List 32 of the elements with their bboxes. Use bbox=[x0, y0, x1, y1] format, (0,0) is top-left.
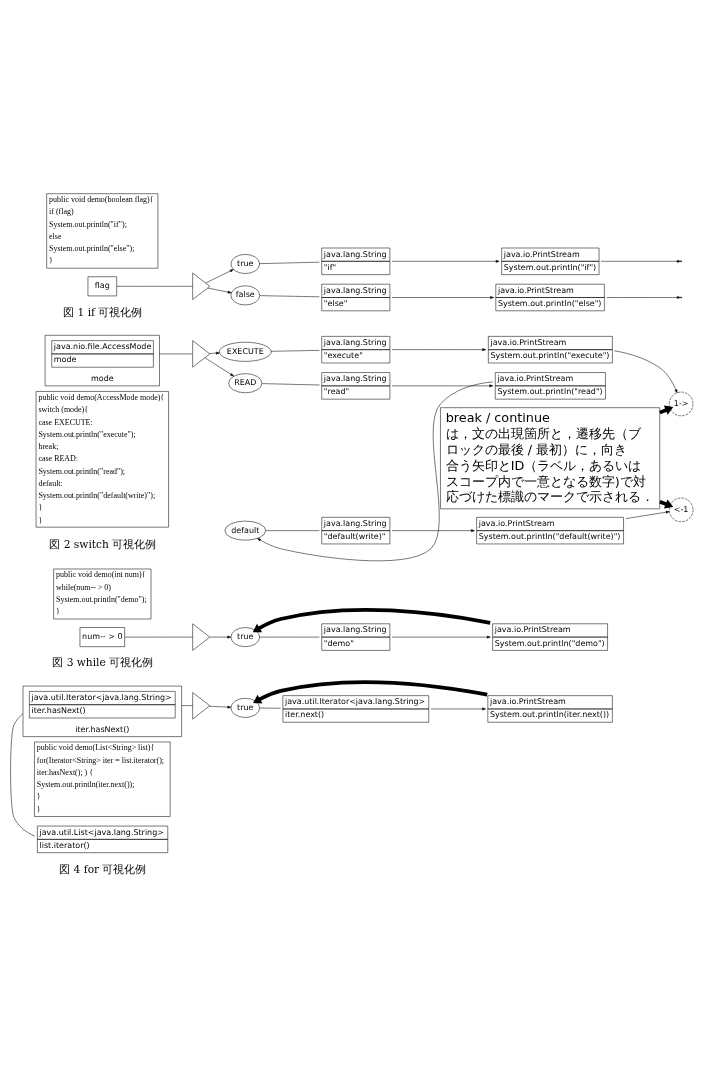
arrow bbox=[391, 348, 487, 352]
arrow bbox=[257, 381, 493, 562]
arrow bbox=[252, 680, 488, 704]
node-box: public void demo(boolean flag){ if (flag) System.out.println("if"); else System.out.println("else"); } bbox=[46, 193, 159, 269]
label: 図 4 for 可視化例 bbox=[59, 863, 147, 877]
arrow bbox=[614, 350, 678, 394]
arrow bbox=[207, 287, 232, 294]
label: 図 3 while 可視化例 bbox=[52, 656, 154, 670]
node-box: public void demo(AccessMode mode){ switch (mode){ case EXECUTE: System.out.println("execute"); break; case READ: System.out.println("read"); default: System.out.println("default(write)"); } } bbox=[35, 391, 169, 528]
arrow bbox=[391, 296, 494, 299]
arrow bbox=[205, 269, 234, 284]
arrow bbox=[430, 707, 486, 711]
arrow bbox=[391, 384, 494, 388]
node-triangle bbox=[192, 340, 211, 368]
arrow bbox=[600, 259, 681, 263]
node-triangle bbox=[192, 623, 211, 651]
arrow bbox=[209, 351, 220, 355]
arrow bbox=[204, 357, 234, 377]
arrow bbox=[391, 259, 500, 263]
arrow bbox=[209, 705, 232, 709]
node-box: break / continue は，文の出現箇所と，遷移先（ブロックの最後 / 最初）に，向き合う矢印とID（ラベル，あるいはスコープ内で一意となる数字)で対応づけた標識のマークで示される． bbox=[440, 407, 660, 510]
arrow bbox=[391, 635, 491, 639]
label: 図 2 switch 可視化例 bbox=[49, 538, 157, 552]
arrow bbox=[606, 296, 681, 299]
arrow bbox=[252, 608, 491, 633]
node-box: public void demo(List<String> list){ for(Iterator<String> iter = list.iterator(); iter.hasNext(); ) { System.out.println(iter.next()); } } bbox=[34, 741, 171, 817]
node-triangle bbox=[192, 692, 211, 720]
arrow bbox=[391, 529, 475, 533]
label: 図 1 if 可視化例 bbox=[63, 305, 143, 319]
node-triangle bbox=[192, 272, 211, 300]
arrow bbox=[209, 635, 232, 639]
node-box: public void demo(int num){ while(num-- > 0) System.out.println("demo"); } bbox=[53, 568, 152, 620]
